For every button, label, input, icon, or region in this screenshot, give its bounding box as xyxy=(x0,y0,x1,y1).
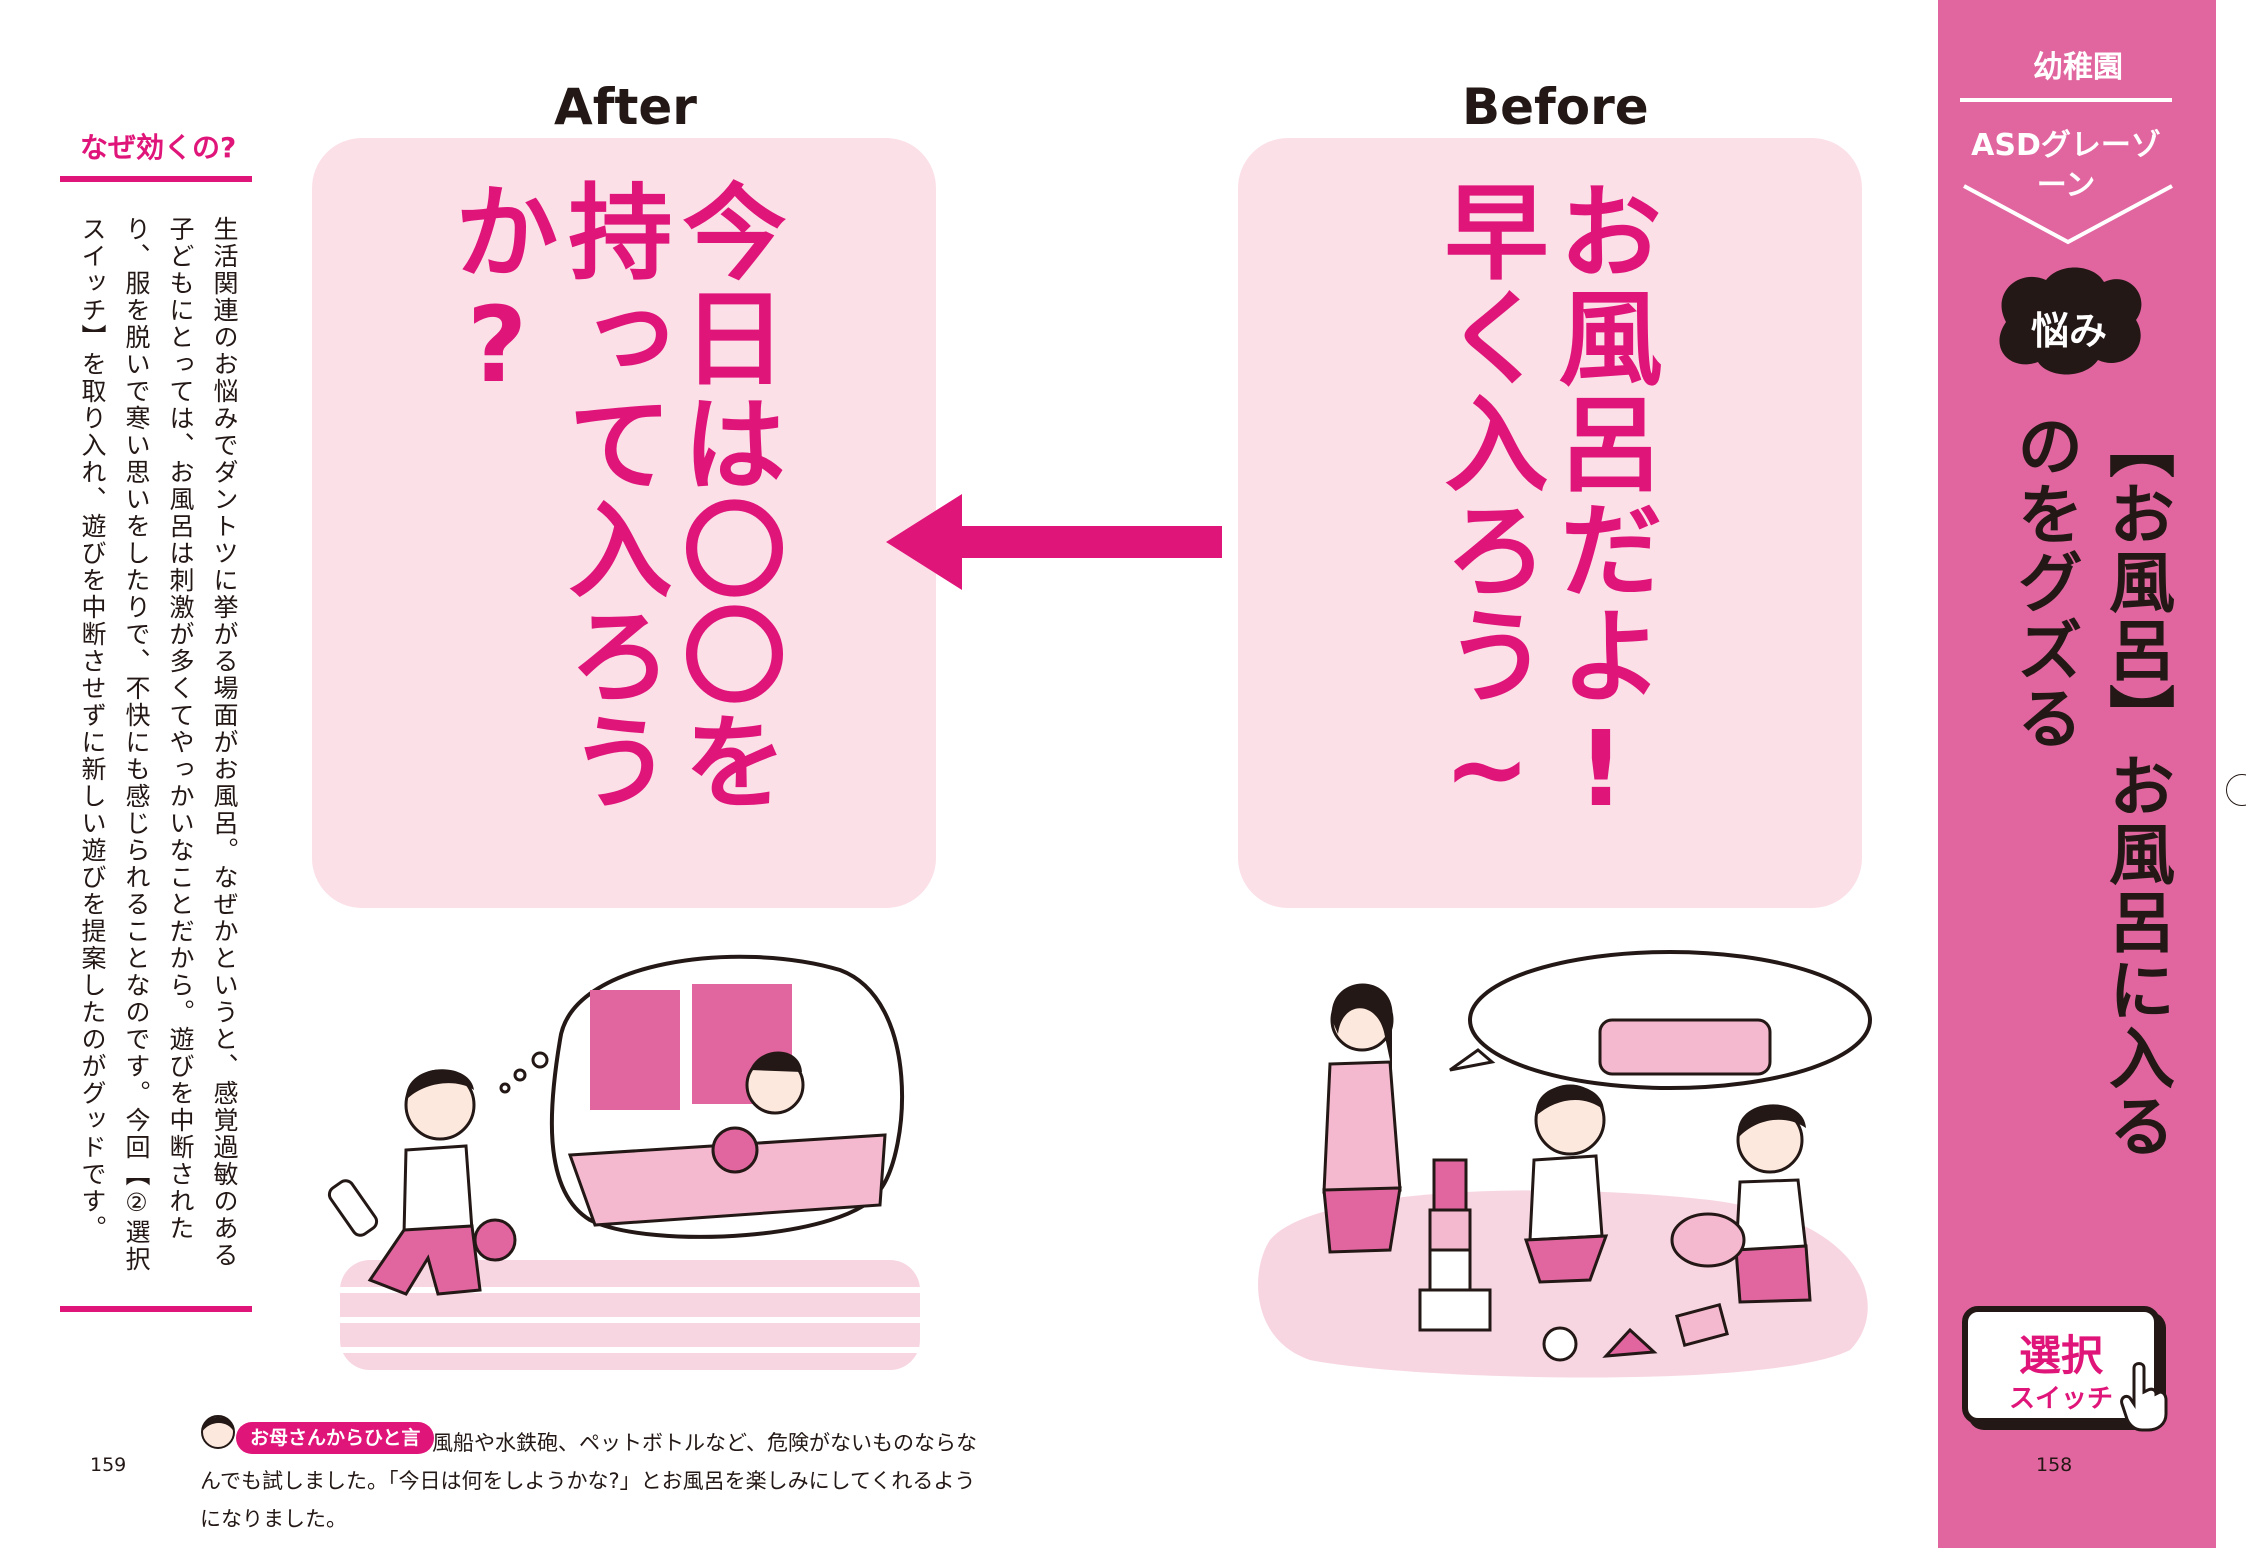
subcategory-label: ASDグレーゾーン xyxy=(1971,128,2161,203)
category-label: 幼稚園 xyxy=(2033,50,2123,85)
select-switch-sub: スイッチ xyxy=(2008,1384,2113,1414)
band-divider xyxy=(1960,98,2172,102)
mother-comment-text: 風船や水鉄砲、ペットボトルなど、危険がないものならなんでも試しました。「今日は何… xyxy=(200,1431,977,1531)
before-speech-text: お風呂だよ!早く入ろう~ xyxy=(1426,178,1662,832)
before-label: Before xyxy=(1462,78,1649,136)
select-switch-main: 選択 xyxy=(2018,1331,2103,1380)
heading-rule xyxy=(60,176,252,182)
side-band xyxy=(1938,0,2216,1548)
after-illustration xyxy=(327,954,920,1370)
arrow-left-icon xyxy=(886,494,1222,590)
after-speech-text: 今日は〇〇を持って入ろうか? xyxy=(436,178,786,814)
column-bottom-rule xyxy=(60,1306,252,1312)
mother-comment-badge: お母さんからひと言 xyxy=(236,1422,435,1454)
after-label: After xyxy=(554,78,697,136)
why-heading: なぜ効くの? xyxy=(80,131,237,164)
explanation-text: 生活関連のお悩みでダントツに挙がる場面がお風呂。なぜかというと、感覚過敏のある子… xyxy=(78,216,239,1273)
page-number-left: 159 xyxy=(90,1454,127,1476)
hand-pointer-icon xyxy=(2120,1362,2168,1432)
chevron-icon xyxy=(1963,184,2173,245)
mother-face-icon xyxy=(201,1415,235,1449)
after-speech-panel xyxy=(312,138,936,908)
before-speech-panel xyxy=(1238,138,1862,908)
before-illustration xyxy=(1258,950,1872,1378)
page-number-right: 158 xyxy=(2036,1454,2073,1476)
worry-blob-icon xyxy=(1999,267,2142,375)
worry-label: 悩み xyxy=(2030,309,2107,353)
topic-title: 【お風呂】お風呂に入るのをグズる xyxy=(2006,412,2175,1160)
